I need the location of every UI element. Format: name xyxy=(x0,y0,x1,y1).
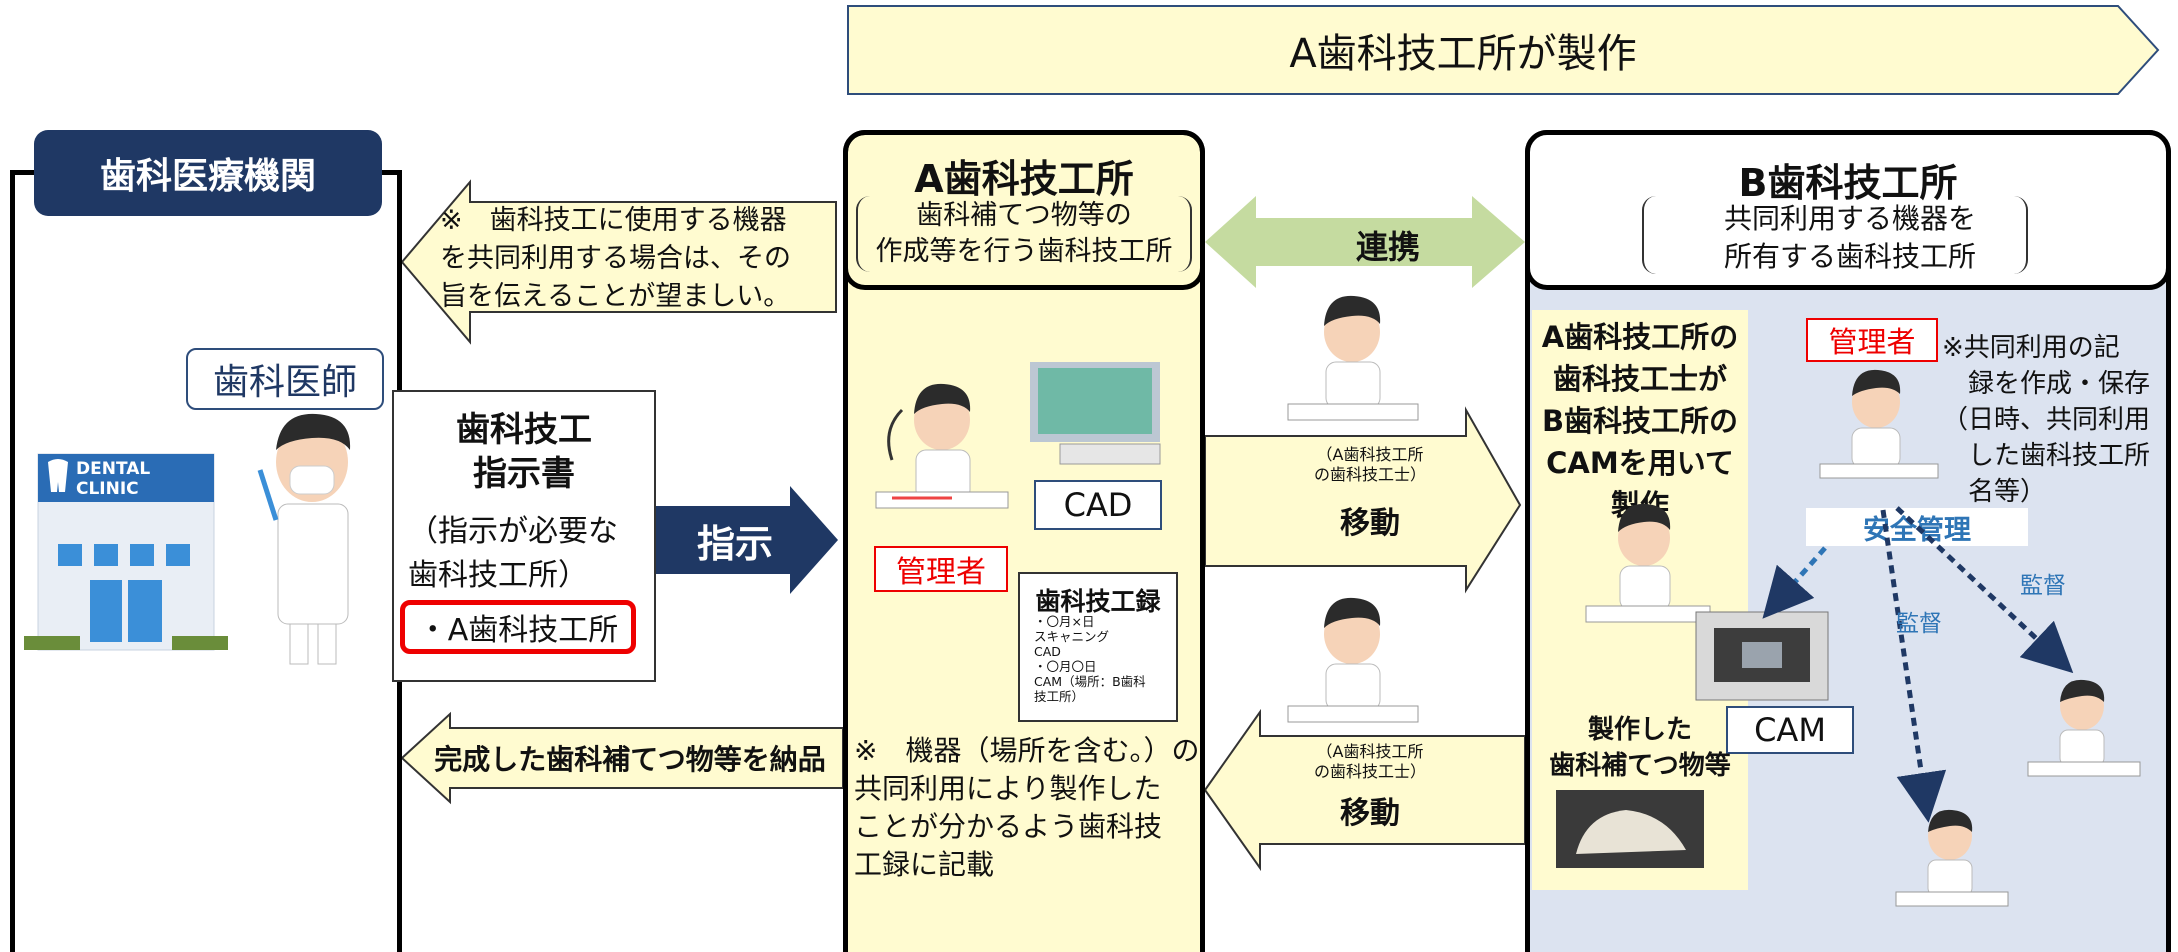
moving-technician-figure-2 xyxy=(1287,597,1419,723)
collab-arrow xyxy=(1205,196,1525,288)
visiting-technician-figure xyxy=(1585,503,1711,623)
technician-figure xyxy=(875,383,1009,509)
supervise-label-2: 監督 xyxy=(2020,573,2066,599)
b-lab-subtitle-brackets xyxy=(1642,196,2028,274)
move-2-caption: （A歯科技工所 の歯科技工士） xyxy=(1313,742,1426,781)
cam-label: CAM xyxy=(1726,706,1854,754)
a-lab-panel xyxy=(843,130,1205,952)
instruction-sheet-title: 歯科技工 指示書 xyxy=(456,410,592,494)
made-prosthesis-label: 製作した 歯科補てつ物等 xyxy=(1549,715,1731,781)
lab-record-body: ・〇月×日 スキャニング CAD ・〇月〇日 CAM（場所：B歯科 技工所） xyxy=(1034,614,1146,704)
instruction-sheet xyxy=(392,390,656,682)
a-lab-manager-label: 管理者 xyxy=(874,546,1008,592)
banner-arrow xyxy=(847,5,2160,95)
a-lab-note: ※ 機器（場所を含む。）の 共同利用により製作した ことが分かるよう歯科技 工録… xyxy=(854,734,1200,881)
cam-machine-icon xyxy=(1695,611,1829,701)
dentist-label: 歯科医師 xyxy=(186,348,384,410)
move-1-caption: （A歯科技工所 の歯科技工士） xyxy=(1313,445,1426,484)
safety-management-label: 安全管理 xyxy=(1806,508,2028,546)
delivery-label: 完成した歯科補てつ物等を納品 xyxy=(434,743,826,776)
instruction-arrow-label: 指示 xyxy=(696,521,773,566)
b-lab-manager-note: ※共同利用の記 録を作成・保存 （日時、共同利用 した歯科技工所 名等） xyxy=(1942,333,2151,507)
a-lab-title: A歯科技工所 xyxy=(914,157,1134,201)
supervision-arrows xyxy=(1762,506,2074,823)
a-lab-subtitle-brackets xyxy=(856,196,1192,272)
supervise-label-1: 監督 xyxy=(1896,611,1942,637)
move-1-label: 移動 xyxy=(1340,506,1400,541)
dentist-figure xyxy=(257,413,351,665)
move-arrow-left xyxy=(1203,708,1526,872)
clinic-building-icon: DENTAL CLINIC xyxy=(24,453,228,651)
moving-technician-figure-1 xyxy=(1287,295,1419,421)
supervised-technician-figure-2 xyxy=(1895,809,2009,907)
b-lab-subtitle: 共同利用する機器を 所有する歯科技工所 xyxy=(1723,202,1976,273)
collab-label: 連携 xyxy=(1355,228,1420,266)
instruction-arrow xyxy=(656,486,838,594)
b-lab-description: A歯科技工所の 歯科技工士が B歯科技工所の CAMを用いて 製作 xyxy=(1541,320,1739,522)
move-2-label: 移動 xyxy=(1340,796,1400,831)
banner-title: A歯科技工所が製作 xyxy=(1289,31,1637,77)
instruction-sheet-lab: ・A歯科技工所 xyxy=(400,600,636,654)
a-lab-header xyxy=(843,130,1205,290)
consent-arrow xyxy=(400,179,837,345)
b-lab-header xyxy=(1525,130,2171,290)
lab-record xyxy=(1018,572,1178,722)
cad-label: CAD xyxy=(1034,480,1162,530)
svg-text:CLINIC: CLINIC xyxy=(76,479,139,499)
move-arrow-right xyxy=(1204,406,1522,594)
consent-note: ※ 歯科技工に使用する機器 を共同利用する場合は、その 旨を伝えることが望ましい… xyxy=(440,205,791,312)
lab-record-title: 歯科技工録 xyxy=(1035,587,1161,616)
b-lab-title: B歯科技工所 xyxy=(1738,161,1958,205)
manager-figure xyxy=(1819,369,1939,479)
prosthesis-photo xyxy=(1556,790,1704,868)
cad-computer-icon xyxy=(1030,362,1161,465)
clinic-title: 歯科医療機関 xyxy=(34,130,382,216)
clinic-sign-text: DENTAL xyxy=(76,459,150,479)
supervised-technician-figure-1 xyxy=(2027,679,2141,777)
b-lab-manager-label: 管理者 xyxy=(1806,318,1938,362)
a-lab-subtitle: 歯科補てつ物等の 作成等を行う歯科技工所 xyxy=(875,200,1173,267)
instruction-sheet-note: （指示が必要な 歯科技工所） xyxy=(408,514,618,593)
